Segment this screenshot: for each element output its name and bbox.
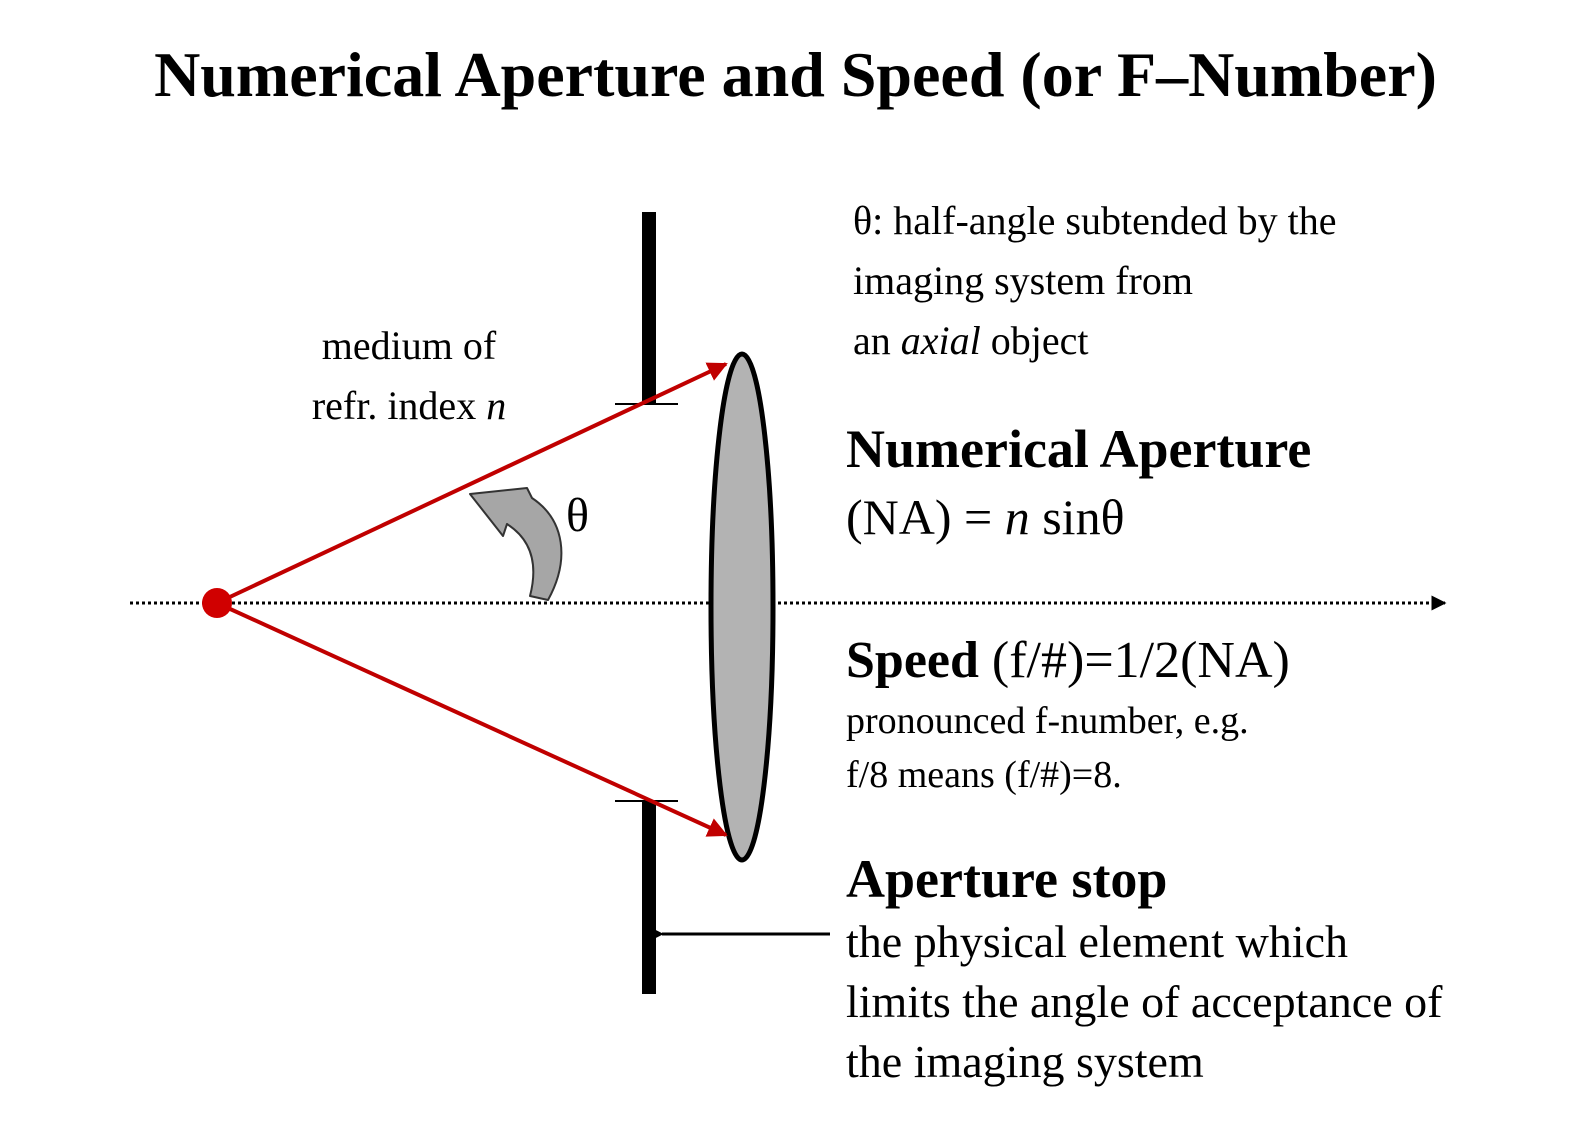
stop-line2: limits the angle of acceptance of <box>846 976 1443 1027</box>
stop-block: Aperture stop the physical element which… <box>846 846 1442 1092</box>
na-block: Numerical Aperture (NA) = n sinθ <box>846 416 1311 552</box>
stop-line1: the physical element which <box>846 916 1349 967</box>
stop-line3: the imaging system <box>846 1036 1204 1087</box>
na-heading: Numerical Aperture <box>846 419 1312 479</box>
theta-def-line1: θ: half-angle subtended by the <box>853 198 1337 243</box>
theta-def-line2: imaging system from <box>853 258 1193 303</box>
page-title: Numerical Aperture and Speed (or F–Numbe… <box>154 39 1437 110</box>
medium-line1: medium of <box>321 323 497 368</box>
theta-definition: θ: half-angle subtended by the imaging s… <box>853 191 1336 371</box>
speed-heading: Speed <box>846 632 979 689</box>
marginal-ray-top <box>216 362 728 605</box>
theta-def-line3: an axial object <box>853 318 1089 363</box>
medium-line2: refr. index n <box>311 383 507 428</box>
speed-note1: pronounced f-number, e.g. <box>846 700 1249 742</box>
theta-label: θ <box>566 489 589 542</box>
marginal-ray-bottom <box>216 601 728 837</box>
axial-object-point <box>202 588 232 618</box>
speed-note2: f/8 means (f/#)=8. <box>846 754 1122 796</box>
aperture-stop-top <box>642 212 656 404</box>
na-formula: (NA) = n sinθ <box>846 489 1125 545</box>
refractive-index-var: n <box>486 383 507 428</box>
lens <box>708 351 776 863</box>
aperture-stop-bottom <box>642 801 656 994</box>
speed-formula: (f/#)=1/2(NA) <box>978 632 1290 689</box>
medium-label: medium of refr. index n <box>0 316 818 436</box>
angle-arrow <box>469 487 563 601</box>
speed-block: Speed (f/#)=1/2(NA) pronounced f-number,… <box>846 628 1290 802</box>
stop-heading: Aperture stop <box>846 849 1168 909</box>
speed-formula-line: Speed (f/#)=1/2(NA) <box>846 628 1290 694</box>
